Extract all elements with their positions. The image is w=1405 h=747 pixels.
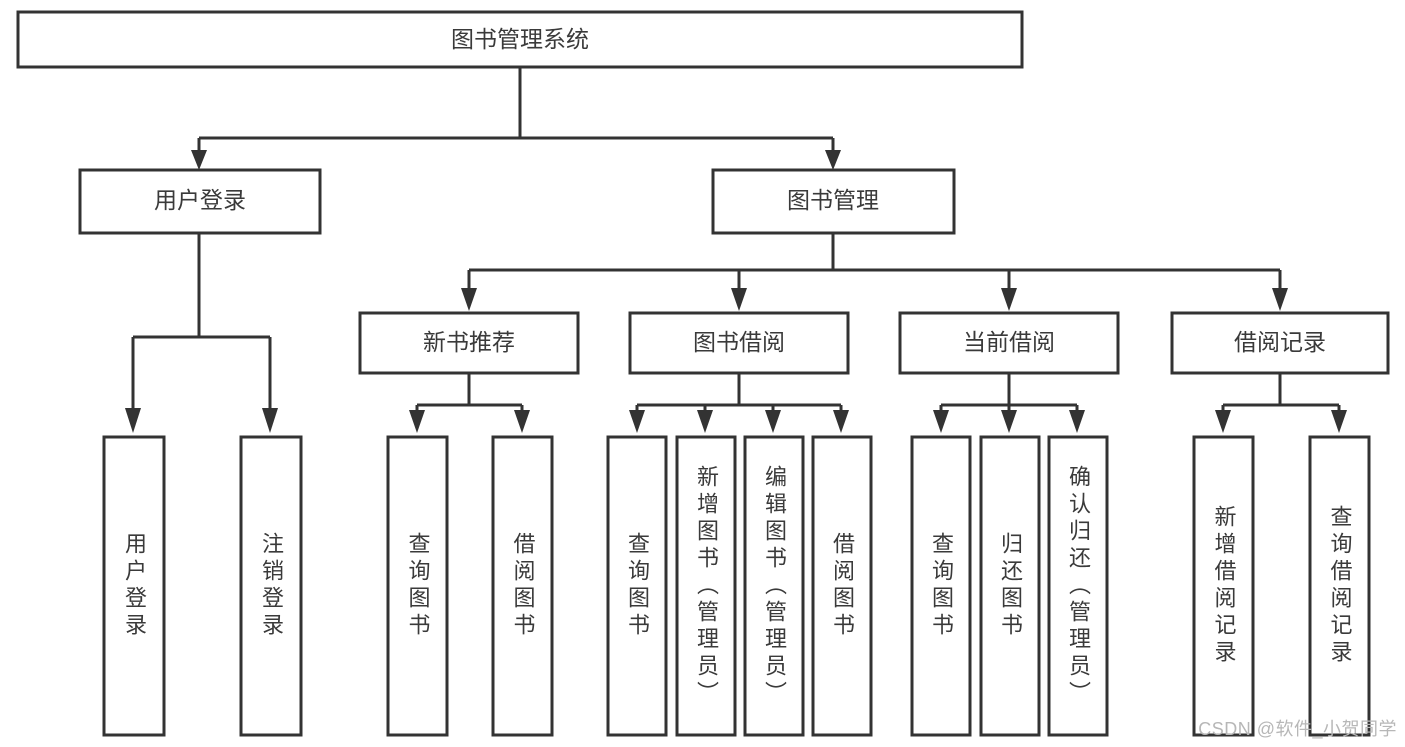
leaf-box-borrow-record-0[interactable] (1192, 435, 1255, 737)
arrow-head-icon (1331, 410, 1347, 433)
node-borrow-record[interactable]: 借阅记录 (1170, 311, 1390, 375)
leaf-box-current-borrow-1[interactable] (979, 435, 1041, 737)
leaf-box-book-borrow-2[interactable] (743, 435, 805, 737)
leaf-box-user-login-0[interactable] (102, 435, 166, 737)
watermark-label: CSDN @软件_小贺同学 (1198, 719, 1397, 739)
node-new-book-rec-label: 新书推荐 (423, 329, 515, 355)
arrow-head-icon (825, 150, 841, 170)
leaf-box-user-login-1[interactable] (239, 435, 303, 737)
arrow-head-icon (191, 150, 207, 170)
connectors-new-book-rec (409, 373, 530, 433)
node-current-borrow-label: 当前借阅 (963, 329, 1055, 355)
arrow-head-icon (1001, 288, 1017, 311)
arrow-head-icon (1069, 410, 1085, 433)
arrow-head-icon (833, 410, 849, 433)
arrow-head-icon (697, 410, 713, 433)
leaf-box-borrow-record-1[interactable] (1308, 435, 1371, 737)
node-new-book-rec[interactable]: 新书推荐 (358, 311, 580, 375)
node-user-login-label: 用户登录 (154, 187, 246, 213)
arrow-head-icon (765, 410, 781, 433)
node-user-login-box[interactable] (78, 168, 322, 235)
node-root[interactable]: 图书管理系统 (16, 10, 1024, 69)
connectors-user-login (125, 233, 278, 433)
node-root-box[interactable] (16, 10, 1024, 69)
connectors-book-borrow (629, 373, 849, 433)
arrow-head-icon (125, 408, 141, 433)
connectors-root (191, 67, 841, 170)
node-book-manage-label: 图书管理 (787, 187, 879, 213)
node-book-borrow[interactable]: 图书借阅 (628, 311, 850, 375)
node-book-manage-box[interactable] (711, 168, 956, 235)
node-root-label: 图书管理系统 (451, 26, 589, 52)
arrow-head-icon (461, 288, 477, 311)
leaf-box-book-borrow-0[interactable] (606, 435, 668, 737)
connectors-borrow-record (1215, 373, 1347, 433)
arrow-head-icon (933, 410, 949, 433)
leaf-box-current-borrow-0[interactable] (910, 435, 972, 737)
arrow-head-icon (514, 410, 530, 433)
leaf-box-book-borrow-1[interactable] (675, 435, 737, 737)
leaf-box-new-book-rec-1[interactable] (491, 435, 554, 737)
arrow-head-icon (262, 408, 278, 433)
leaf-box-current-borrow-2[interactable] (1047, 435, 1109, 737)
arrow-head-icon (629, 410, 645, 433)
connectors-book-manage (461, 233, 1288, 311)
leaf-box-book-borrow-3[interactable] (811, 435, 873, 737)
node-user-login[interactable]: 用户登录 (78, 168, 322, 235)
node-borrow-record-label: 借阅记录 (1234, 329, 1326, 355)
node-borrow-record-box[interactable] (1170, 311, 1390, 375)
leaf-box-new-book-rec-0[interactable] (386, 435, 449, 737)
node-current-borrow-box[interactable] (898, 311, 1120, 375)
connectors-current-borrow (933, 373, 1085, 433)
arrow-head-icon (1215, 410, 1231, 433)
arrow-head-icon (731, 288, 747, 311)
node-book-borrow-box[interactable] (628, 311, 850, 375)
node-new-book-rec-box[interactable] (358, 311, 580, 375)
node-book-borrow-label: 图书借阅 (693, 329, 785, 355)
arrow-head-icon (1001, 410, 1017, 433)
node-book-manage[interactable]: 图书管理 (711, 168, 956, 235)
arrow-head-icon (409, 410, 425, 433)
node-current-borrow[interactable]: 当前借阅 (898, 311, 1120, 375)
arrow-head-icon (1272, 288, 1288, 311)
